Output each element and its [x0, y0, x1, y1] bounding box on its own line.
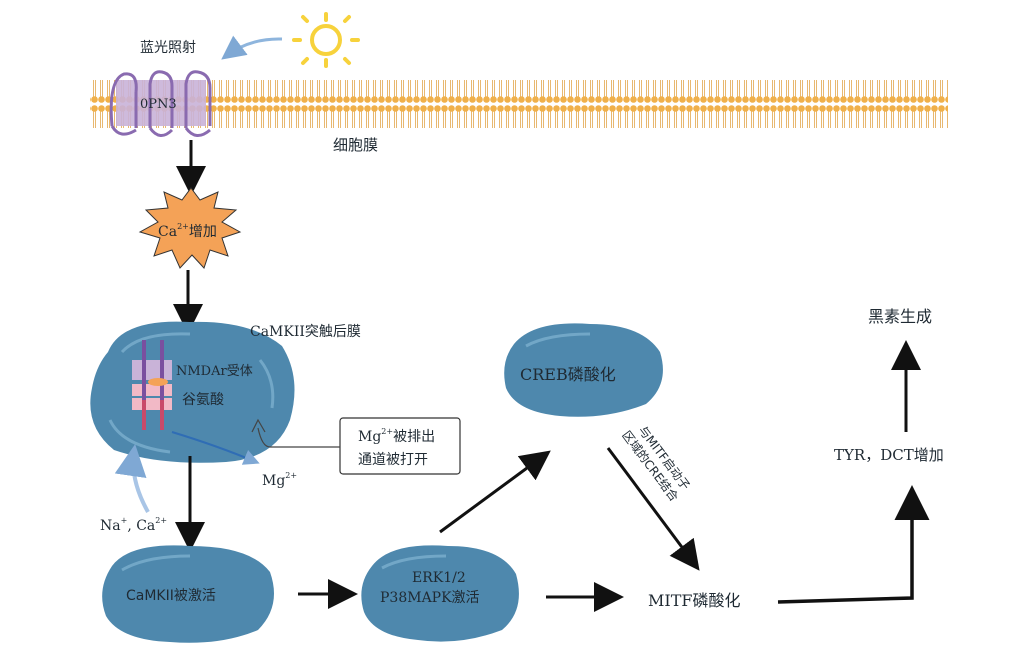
camkii-activated-node	[102, 545, 275, 643]
postsynaptic-cell	[90, 321, 295, 463]
melanin-label: 黑素生成	[868, 307, 932, 326]
opn3-label: 0PN3	[140, 97, 177, 112]
arrow-mitf-tyr	[777, 485, 930, 604]
mg-callout-line2: 通道被打开	[358, 451, 428, 468]
mg-ion-label: Mg2+	[262, 471, 297, 489]
glutamate-label: 谷氨酸	[182, 392, 224, 408]
arrow-erk-creb	[439, 450, 551, 534]
ca-increase-label: Ca2+增加	[158, 222, 217, 240]
erk-label-line2: P38MAPK激活	[380, 589, 480, 606]
arrow-creb-mitf	[606, 447, 700, 571]
camkii-activated-label: CaMKII被激活	[126, 587, 216, 604]
cre-binding-annotation: 与MITF启动子 区域的CRE结合	[619, 423, 692, 504]
svg-text:Mg2+被排出: Mg2+被排出	[358, 427, 435, 445]
blue-light-label: 蓝光照射	[140, 40, 196, 56]
light-arrow-icon	[221, 35, 283, 60]
nmdar-label: NMDAr受体	[176, 364, 253, 379]
creb-node	[504, 323, 663, 417]
ca-burst-shape	[138, 187, 242, 269]
opn3-receptor: 0PN3	[109, 70, 212, 137]
camkii-postsynaptic-label: CaMKII突触后膜	[250, 324, 361, 340]
mitf-label: MITF磷酸化	[648, 591, 740, 610]
creb-label: CREB磷酸化	[520, 365, 616, 384]
membrane-label: 细胞膜	[333, 136, 378, 154]
sun-icon	[292, 12, 360, 68]
tyr-dct-label: TYR，DCT增加	[834, 446, 944, 464]
nmda-receptor	[132, 340, 172, 430]
cell-membrane	[90, 78, 948, 130]
mg-callout: Mg2+被排出 通道被打开	[251, 417, 461, 475]
mg-out-arrow	[171, 431, 260, 465]
erk-label-line1: ERK1/2	[412, 570, 466, 586]
erk-node	[361, 545, 519, 642]
ion-inflow-arrow	[114, 444, 150, 513]
na-ca-ions-label: Na+, Ca2+	[100, 516, 167, 534]
